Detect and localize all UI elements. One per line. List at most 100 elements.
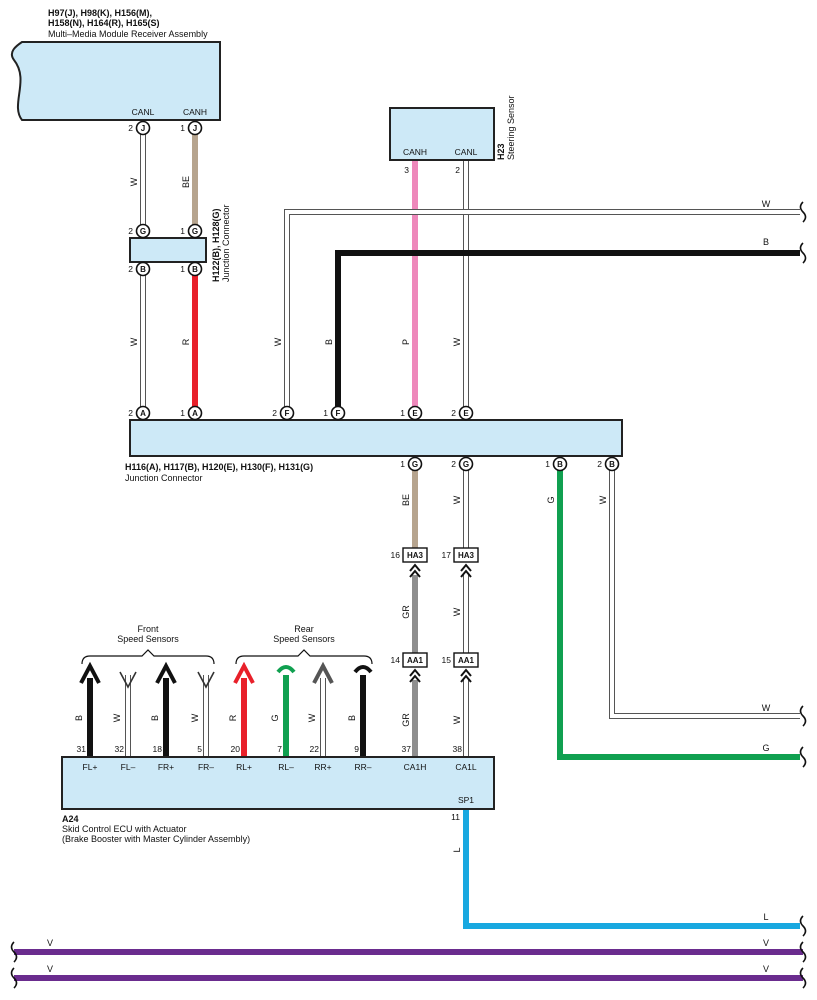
h116-top-pin-4 <box>407 405 423 421</box>
a24-name2: (Brake Booster with Master Cylinder Asse… <box>62 834 250 844</box>
squiggle-bus-left-1 <box>10 941 18 963</box>
wire-label-ecu-7: B <box>347 715 357 721</box>
steering-pin-canh: CANH <box>403 147 427 157</box>
steering-code: H23 <box>496 143 506 160</box>
ecu-pin-label-3: FR– <box>198 762 214 772</box>
arrow-down-3 <box>197 671 215 689</box>
ecu-pin-num-2: 18 <box>153 744 163 754</box>
h116-top-pin-2-letter: F <box>285 409 290 418</box>
bus-label-right-1: V <box>763 938 769 948</box>
h116-top-pin-5 <box>458 405 474 421</box>
h122-name: Junction Connector <box>221 204 231 282</box>
wire-label-w-7: W <box>452 715 462 724</box>
ecu-pin-label-0: FL+ <box>83 762 98 772</box>
bus-label-left-1: V <box>47 938 53 948</box>
upper-pin-0-letter: J <box>141 124 145 133</box>
ecu-pin-label-4: RL+ <box>236 762 252 772</box>
wire-label-ecu-2: B <box>150 715 160 721</box>
mm-receiver-box <box>10 41 221 121</box>
ecu-pin-label-5: RL– <box>278 762 294 772</box>
upper-pin-num-2: 2 <box>128 226 133 236</box>
wire-label-be-1: BE <box>181 176 191 188</box>
upper-pin-5-letter: B <box>192 265 198 274</box>
h116-bottom-pin-0 <box>407 456 423 472</box>
wire-label-g-1: G <box>546 496 556 503</box>
h116-bottom-pin-1 <box>458 456 474 472</box>
ecu-pin-num-1: 32 <box>115 744 125 754</box>
squiggle-2 <box>799 242 807 264</box>
ecu-pin-label-9: CA1L <box>455 762 477 772</box>
h116-code: H116(A), H117(B), H120(E), H130(F), H131… <box>125 462 313 472</box>
a24-code: A24 <box>62 814 79 824</box>
ha3-chev-a-1 <box>460 563 472 572</box>
ecu-pin-label-2: FR+ <box>158 762 174 772</box>
mm-receiver-code: H97(J), H98(K), H156(M), <box>48 8 152 18</box>
squiggle-3 <box>799 705 807 727</box>
h116-bottom-pin-num-0: 1 <box>400 459 405 469</box>
h122-code: H122(B), H128(G) <box>211 208 221 282</box>
squiggle-4 <box>799 746 807 768</box>
ecu-pin-num-5: 7 <box>277 744 282 754</box>
wire-label-ecu-0: B <box>74 715 84 721</box>
steering-pin-2: 2 <box>455 165 460 175</box>
ha3-chev-b-1 <box>460 569 472 578</box>
arrow-cap-5 <box>276 665 296 674</box>
wire-label-ecu-6: W <box>307 713 317 722</box>
h116-bottom-pin-3 <box>604 456 620 472</box>
arrow-down-1 <box>119 671 137 689</box>
h116-name: Junction Connector <box>125 473 203 483</box>
h116-top-pin-num-1: 1 <box>180 408 185 418</box>
components-layer <box>10 41 623 810</box>
wire-label-ecu-4: R <box>228 714 238 721</box>
h116-top-pin-1-letter: A <box>192 409 198 418</box>
upper-pin-2 <box>135 223 151 239</box>
squiggle-1 <box>799 201 807 223</box>
squiggle-bus-right-1 <box>799 941 807 963</box>
wire-label-ecu-3: W <box>190 713 200 722</box>
wire-b2-w-outline <box>609 470 800 719</box>
ecu-pin-num-0: 31 <box>77 744 87 754</box>
upper-pin-1-letter: J <box>193 124 197 133</box>
bus-label-left-2: V <box>47 964 53 974</box>
upper-pin-num-4: 2 <box>128 264 133 274</box>
mm-receiver-name: Multi–Media Module Receiver Assembly <box>48 29 208 39</box>
upper-pin-2-letter: G <box>140 227 146 236</box>
wire-label-gr-1: GR <box>401 605 411 619</box>
rear-sensors-line1: Rear <box>294 624 314 634</box>
a24-name: Skid Control ECU with Actuator <box>62 824 187 834</box>
h116-bottom-pin-3-letter: B <box>609 460 615 469</box>
squiggle-bus-right-2 <box>799 967 807 989</box>
a24-box <box>61 756 495 810</box>
wire-label-gr-2: GR <box>401 713 411 727</box>
wire-label-w-5: W <box>452 495 462 504</box>
wire-f2-right-outline <box>284 209 800 413</box>
wire-label-w-1: W <box>129 177 139 186</box>
upper-pin-num-5: 1 <box>180 264 185 274</box>
h116-bottom-pin-0-letter: G <box>412 460 418 469</box>
aa1-label-1: AA1 <box>458 656 475 665</box>
wire-b2-w <box>610 470 800 718</box>
ecu-pin-num-4: 20 <box>231 744 241 754</box>
wire-f1-right <box>335 250 800 413</box>
h116-bottom-pin-2 <box>552 456 568 472</box>
upper-pin-0 <box>135 120 151 136</box>
ecu-pin-num-6: 22 <box>310 744 320 754</box>
h116-top-pin-num-0: 2 <box>128 408 133 418</box>
wire-sp1-l <box>463 809 800 929</box>
arrow-up-0 <box>79 661 101 684</box>
edge-label-w-1: W <box>762 199 771 209</box>
front-sensors-line2: Speed Sensors <box>117 634 179 644</box>
wire-label-r-1: R <box>181 338 191 345</box>
wire-label-w-2: W <box>129 337 139 346</box>
aa1-box-1 <box>453 652 479 668</box>
upper-pin-4-letter: B <box>140 265 146 274</box>
h116-top-pin-4-letter: E <box>412 409 418 418</box>
sp1-num: 11 <box>451 812 460 822</box>
upper-pin-3 <box>187 223 203 239</box>
h116-top-pin-2 <box>279 405 295 421</box>
h116-top-pin-num-4: 1 <box>400 408 405 418</box>
ha3-num-1: 17 <box>442 550 452 560</box>
ecu-pin-label-7: RR– <box>354 762 371 772</box>
h116-top-pin-1 <box>187 405 203 421</box>
